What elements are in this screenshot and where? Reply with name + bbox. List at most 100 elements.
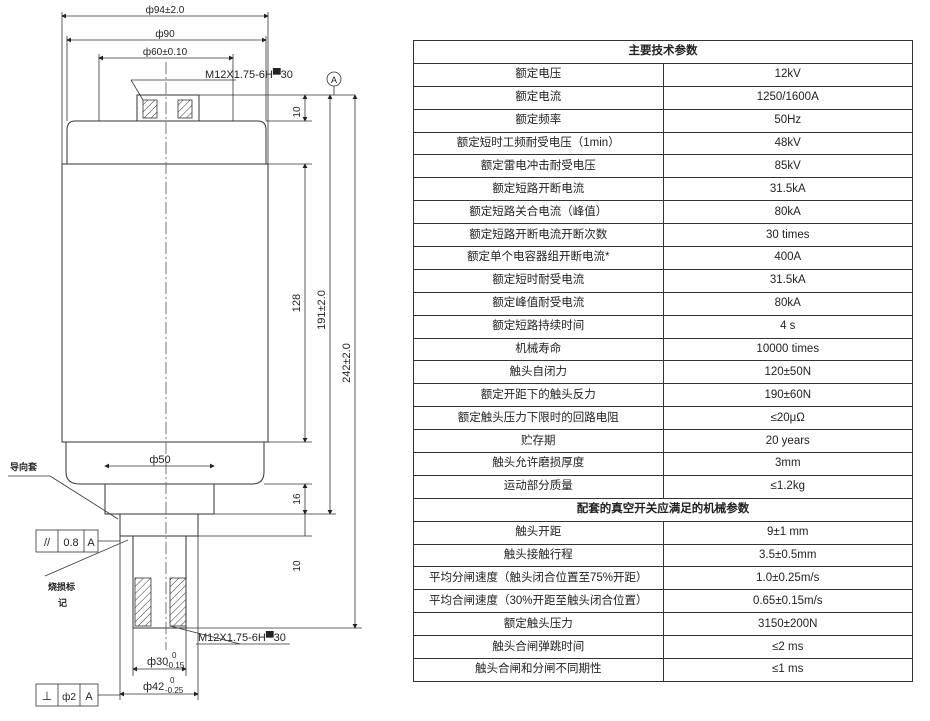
param-name: 额定触头压力 xyxy=(413,612,664,637)
param-name: 触头开距 xyxy=(413,520,664,545)
section-header: 主要技术参数 xyxy=(413,40,913,64)
param-value: 3150±200N xyxy=(662,612,913,637)
param-value: 80kA xyxy=(662,291,913,316)
param-value: 1.0±0.25m/s xyxy=(662,566,913,591)
table-row: 触头合闸弹跳时间≤2 ms xyxy=(413,635,913,660)
table-row: 额定短路关合电流（峰值）80kA xyxy=(413,200,913,225)
param-name: 额定电压 xyxy=(413,62,664,87)
interrupter-drawing: ф94±2.0 ф90 ф60±0.10 M12X1.75-6H▀30 A 10… xyxy=(8,4,362,707)
dim-top-height: 10 xyxy=(292,106,303,118)
tol-perp-datum: A xyxy=(85,691,93,703)
param-name: 额定短路关合电流（峰值） xyxy=(413,200,664,225)
tol-parallel-value: 0.8 xyxy=(63,537,78,549)
param-value: 120±50N xyxy=(662,360,913,385)
leader-lines xyxy=(8,475,129,577)
tolerance-frame-perpendicular xyxy=(35,683,120,707)
table-row: 平均合闸速度（30%开距至触头闭合位置）0.65±0.15m/s xyxy=(413,589,913,614)
dim-total-length: 242±2.0 xyxy=(341,343,353,383)
param-value: 48kV xyxy=(662,131,913,156)
dim-rod-diameter-tol-upper: 0 xyxy=(170,676,175,685)
param-value: 12kV xyxy=(662,62,913,87)
param-name: 额定开距下的触头反力 xyxy=(413,383,664,408)
param-name: 平均合闸速度（30%开距至触头闭合位置） xyxy=(413,589,664,614)
dim-bottom-flange: ф50 xyxy=(149,454,170,466)
param-value: 1250/1600A xyxy=(662,85,913,110)
label-wear-mark: 烧损标 xyxy=(48,581,75,592)
param-name: 额定短路开断电流开断次数 xyxy=(413,223,664,248)
dim-stem-diameter: ф30 xyxy=(147,656,168,668)
param-name: 额定短路持续时间 xyxy=(413,314,664,339)
param-name: 额定电流 xyxy=(413,85,664,110)
param-value: 190±60N xyxy=(662,383,913,408)
param-value: ≤20μΩ xyxy=(662,406,913,431)
dim-stem-diameter-tol-lower: -0.15 xyxy=(166,661,185,670)
param-name: 额定短时耐受电流 xyxy=(413,268,664,293)
param-value: 30 times xyxy=(662,223,913,248)
interrupter-outline xyxy=(61,94,269,629)
table-row: 运动部分质量≤1.2kg xyxy=(413,474,913,499)
right-dimensions xyxy=(186,94,362,629)
param-value: 85kV xyxy=(662,154,913,179)
param-value: ≤2 ms xyxy=(662,635,913,660)
param-name: 触头合闸弹跳时间 xyxy=(413,635,664,660)
top-thread-hatch xyxy=(142,99,158,119)
dim-stem-height: 10 xyxy=(292,560,303,572)
param-value: ≤1 ms xyxy=(662,658,913,682)
dim-bottom-height: 16 xyxy=(292,493,303,505)
table-row: 平均分闸速度（触头闭合位置至75%开距）1.0±0.25m/s xyxy=(413,566,913,591)
table-row: 额定单个电容器组开断电流*400A xyxy=(413,246,913,270)
tol-perp-value: ф2 xyxy=(62,691,76,703)
label-guide-sleeve: 导向套 xyxy=(10,461,38,472)
param-value: 80kA xyxy=(662,200,913,225)
table-row: 触头合闸和分闸不同期性≤1 ms xyxy=(413,658,913,682)
param-name: 额定短时工频耐受电压（1min） xyxy=(413,131,664,156)
param-name: 触头合闸和分闸不同期性 xyxy=(413,658,664,682)
bottom-thread-hatch xyxy=(134,577,152,627)
tol-parallel-datum: A xyxy=(87,537,95,549)
param-value: 9±1 mm xyxy=(662,520,913,545)
param-value: 3mm xyxy=(662,452,913,476)
bottom-thread-hatch-right xyxy=(169,577,187,627)
section-title: 主要技术参数 xyxy=(413,40,913,64)
param-value: 10000 times xyxy=(662,337,913,362)
bottom-dimensions xyxy=(119,536,199,700)
tol-perp-symbol: ⊥ xyxy=(42,689,52,703)
param-name: 触头自闭力 xyxy=(413,360,664,385)
top-thread-label: M12X1.75-6H▀30 xyxy=(205,67,293,81)
param-name: 运动部分质量 xyxy=(413,474,664,499)
dim-rod-diameter-tol-lower: -0.25 xyxy=(165,686,184,695)
dim-main-length: 191±2.0 xyxy=(316,290,328,330)
param-name: 额定短路开断电流 xyxy=(413,177,664,202)
dim-body-diameter: ф90 xyxy=(155,28,175,40)
param-name: 额定触头压力下限时的回路电阻 xyxy=(413,406,664,431)
param-value: 0.65±0.15m/s xyxy=(662,589,913,614)
datum-a-letter: A xyxy=(331,75,337,85)
tol-parallel-symbol: // xyxy=(44,537,51,549)
param-name: 额定单个电容器组开断电流* xyxy=(413,246,664,270)
param-value: 4 s xyxy=(662,314,913,339)
section-header: 配套的真空开关应满足的机械参数 xyxy=(413,497,913,522)
param-value: 31.5kA xyxy=(662,177,913,202)
top-dimensions xyxy=(61,12,269,164)
param-name: 触头接触行程 xyxy=(413,543,664,568)
dim-rod-diameter: ф42 xyxy=(143,681,164,693)
param-name: 额定频率 xyxy=(413,108,664,133)
bottom-thread-leader xyxy=(169,625,290,645)
param-name: 贮存期 xyxy=(413,429,664,454)
dim-top-bore: ф60±0.10 xyxy=(143,46,188,58)
param-value: 400A xyxy=(662,246,913,270)
param-name: 机械寿命 xyxy=(413,337,664,362)
